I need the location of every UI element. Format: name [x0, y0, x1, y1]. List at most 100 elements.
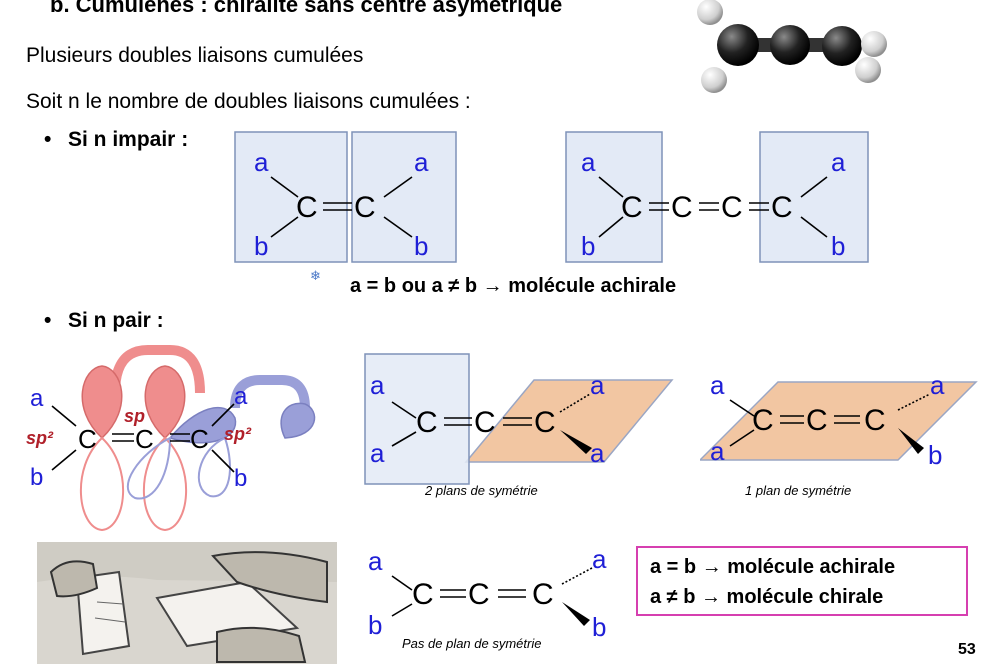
substituent-b: b [928, 440, 942, 470]
text-impair-conclusion: a = b ou a ≠ b → molécule achirale [350, 275, 677, 297]
caption-one-plane: 1 plan de symétrie [745, 483, 852, 498]
bond [800, 216, 828, 238]
substituent-b: b [234, 465, 247, 492]
bond [598, 176, 624, 198]
p-orbital-lobe-red [81, 365, 123, 440]
p-orbital-lobe-violet-outline [127, 436, 172, 500]
carbon: C [532, 578, 554, 611]
bond [211, 403, 235, 427]
model-carbon [717, 24, 759, 66]
carbon: C [468, 578, 490, 611]
substituent-a: a [414, 147, 429, 177]
substituent-b: b [30, 464, 43, 491]
right-hand-lower [216, 626, 307, 663]
substituent-a: a [930, 370, 945, 400]
hashed-bond [561, 567, 593, 585]
substituent-a: a [710, 370, 725, 400]
diagram-two-symmetry-planes: a a C C C a a [364, 353, 674, 485]
wedge-bond [560, 430, 592, 454]
bond [729, 429, 755, 447]
bond [800, 176, 828, 198]
bond [383, 176, 413, 198]
carbon: C [534, 406, 556, 439]
wedge-bond [562, 602, 590, 626]
result-achiral: a = b → molécule achirale [650, 556, 896, 578]
substituent-a: a [581, 147, 596, 177]
p-orbital-lobe-red [144, 365, 186, 440]
substituent-b: b [831, 231, 845, 261]
bond [391, 575, 413, 591]
substituent-a: a [370, 438, 385, 468]
substituent-a: a [710, 436, 725, 466]
symmetry-plane-box [759, 131, 869, 263]
page-number: 53 [958, 641, 976, 658]
model-hydrogen [855, 57, 881, 83]
bond [391, 401, 417, 419]
model-hydrogen [697, 0, 723, 25]
substituent-b: b [254, 231, 268, 261]
hands-mirror-illustration [37, 542, 337, 664]
allene-ball-model [697, 0, 887, 93]
model-carbon [822, 26, 862, 66]
substituent-a: a [590, 438, 605, 468]
p-orbital-lobe-red-outline [143, 436, 187, 532]
carbon: C [416, 406, 438, 439]
carbon: C [78, 424, 97, 454]
bullet-n-impair-label: Si n impair : [68, 128, 189, 151]
substituent-a: a [370, 370, 385, 400]
carbon: C [412, 578, 434, 611]
p-orbital-lobe-red-outline [80, 436, 124, 532]
bond [51, 405, 77, 427]
carbon: C [806, 404, 828, 437]
carbon: C [296, 191, 318, 224]
carbon: C [671, 191, 693, 224]
substituent-b: b [592, 612, 606, 640]
text-plusieurs-doubles-liaisons: Plusieurs doubles liaisons cumulées [26, 44, 364, 67]
hybridization-label-sp: sp [124, 406, 145, 426]
p-orbital-lobe-violet-outline [197, 436, 231, 498]
symmetry-plane-box [234, 131, 348, 263]
bond [51, 449, 77, 471]
substituent-a: a [234, 383, 248, 410]
result-box [636, 546, 968, 616]
symmetry-plane-box [351, 131, 457, 263]
bond [211, 449, 235, 473]
bond [391, 603, 413, 617]
carbon: C [190, 424, 209, 454]
diagram-one-symmetry-plane: a a C C C a b [700, 370, 978, 470]
carbon: C [135, 424, 154, 454]
bond [729, 399, 755, 417]
snowflake-icon: ❄ [310, 268, 321, 283]
hashed-bond [897, 393, 931, 411]
orbital-diagram-allene: a b sp² C C C sp sp² a b [26, 345, 316, 532]
result-chiral: a ≠ b → molécule chirale [650, 586, 884, 608]
carbon: C [474, 406, 496, 439]
orange-symmetry-plane [700, 381, 978, 461]
pi-bond-arc-violet [230, 375, 310, 409]
carbon: C [864, 404, 886, 437]
carbon: C [752, 404, 774, 437]
bullet-n-pair: •Si n pair : [44, 309, 164, 332]
substituent-a: a [831, 147, 846, 177]
model-hydrogen [861, 31, 887, 57]
substituent-a: a [592, 544, 607, 574]
sketch-line [94, 617, 126, 623]
right-hand [211, 551, 328, 604]
substituent-b: b [581, 231, 595, 261]
carbon: C [721, 191, 743, 224]
bond [598, 216, 624, 238]
substituent-a: a [254, 147, 269, 177]
substituent-b: b [414, 231, 428, 261]
caption-two-planes: 2 plans de symétrie [425, 483, 538, 498]
hybridization-label-sp2: sp² [224, 424, 252, 444]
left-hand [49, 560, 99, 598]
sheet-of-paper [75, 570, 131, 656]
bond [270, 216, 299, 238]
text-soit-n: Soit n le nombre de doubles liaisons cum… [26, 90, 471, 113]
substituent-a: a [368, 546, 383, 576]
bullet-n-impair: •Si n impair : [44, 128, 189, 151]
orange-symmetry-plane [464, 379, 674, 463]
hybridization-label-sp2: sp² [26, 428, 54, 448]
substituent-a: a [30, 385, 44, 412]
blue-symmetry-plane [364, 353, 470, 485]
